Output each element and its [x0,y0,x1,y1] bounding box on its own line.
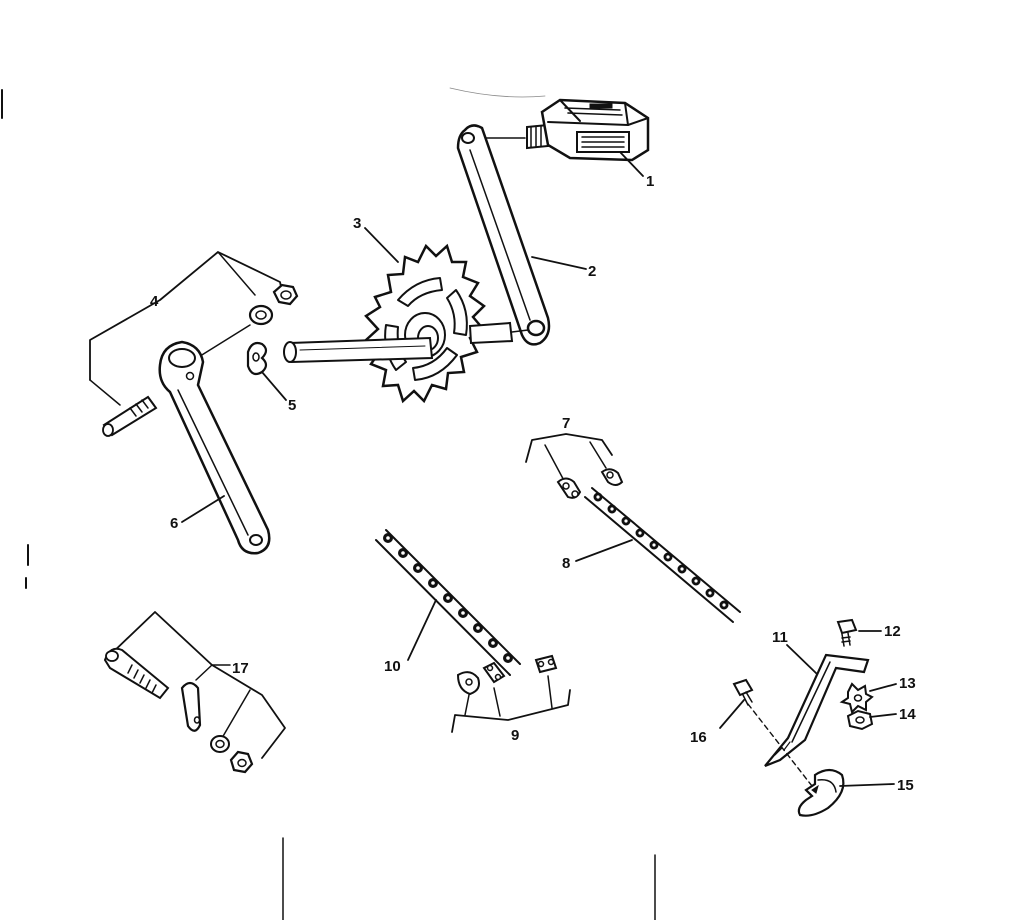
bolt-16 [732,678,813,787]
callout-11: 11 [772,629,788,646]
sprocket-assembly [283,243,529,404]
pedal [479,98,650,162]
callout-7: 7 [562,415,570,432]
callout-6: 6 [170,515,178,532]
callout-2: 2 [588,263,596,280]
bolt-12 [836,618,858,647]
leader-lines [181,151,897,787]
callout-14: 14 [899,706,916,723]
callout-12: 12 [884,623,901,640]
crank-key-washer [246,341,268,376]
scan-marks [1,87,656,920]
chain-guard-bracket [764,653,870,768]
callout-10: 10 [384,658,401,675]
chain-guard [797,768,845,817]
cotter-pin-kit-upper [89,251,299,437]
roller-chain-upper [584,487,741,623]
cotter-pin-kit-lower [103,611,286,774]
callout-1: 1 [646,173,654,190]
callout-labels: 1 2 3 4 5 6 7 8 9 10 11 12 13 14 15 16 1… [150,173,916,794]
callout-5: 5 [288,397,296,414]
master-link-set-lower [451,654,571,733]
callout-4: 4 [150,293,159,310]
callout-15: 15 [897,777,914,794]
roller-chain-lower [375,529,521,676]
callout-3: 3 [353,215,361,232]
right-crank-arm [456,124,551,346]
callout-9: 9 [511,727,519,744]
left-crank-arm [158,340,271,555]
lock-washer-13 [839,682,874,714]
hex-nut-14 [846,709,874,731]
callout-13: 13 [899,675,916,692]
callout-16: 16 [690,729,707,746]
master-link-set-upper [525,433,624,499]
callout-8: 8 [562,555,570,572]
callout-17: 17 [232,660,249,677]
